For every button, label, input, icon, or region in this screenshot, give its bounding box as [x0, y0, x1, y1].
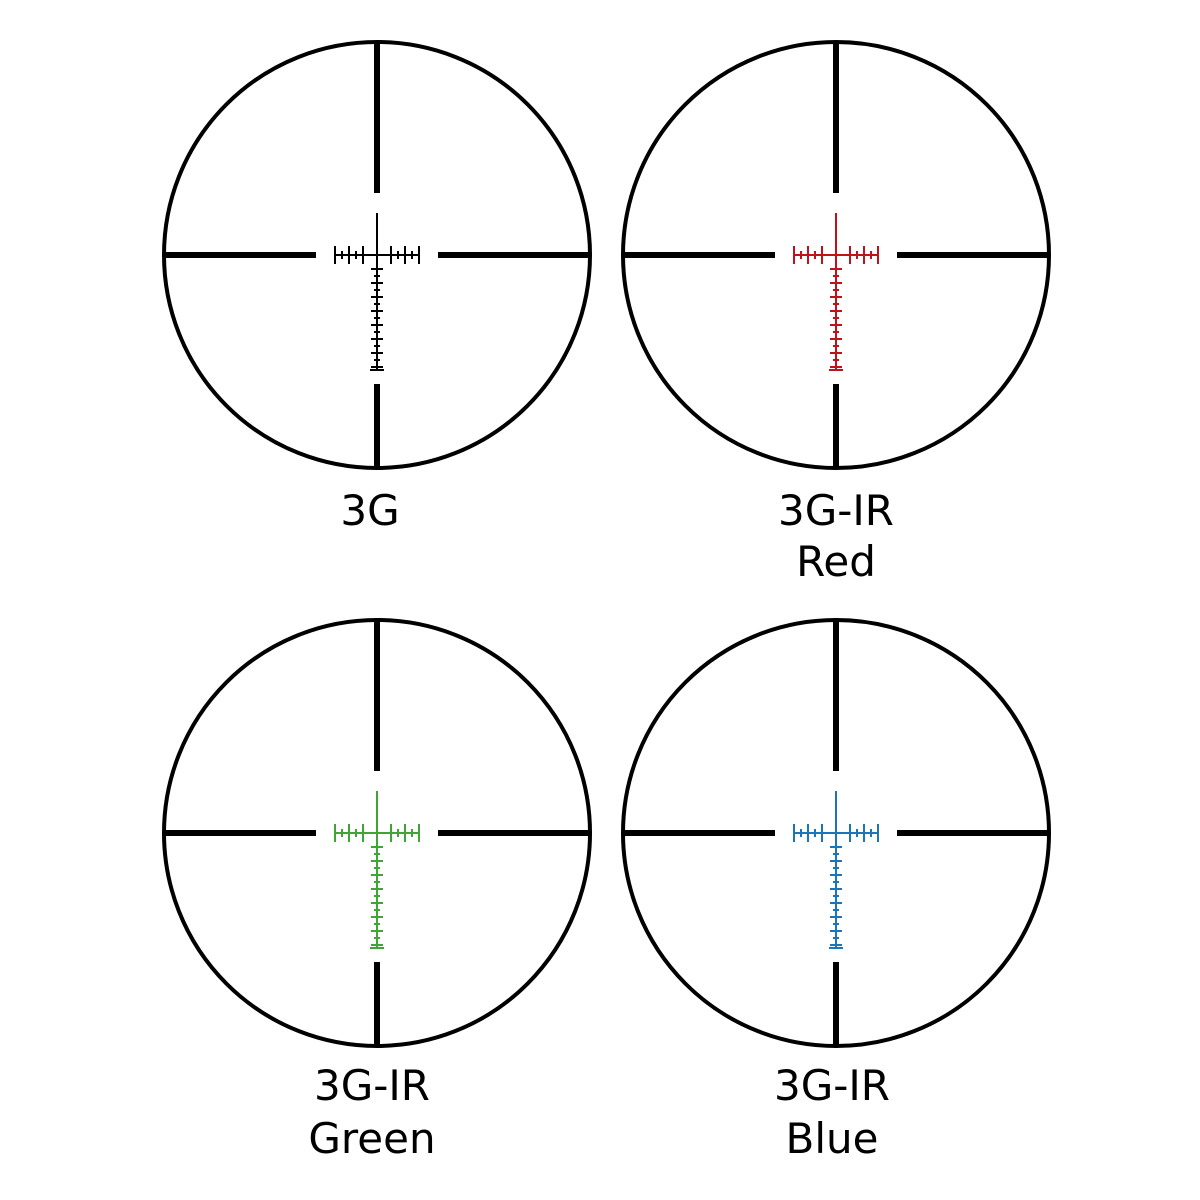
reticle-3g-ir-red: 3G-IR Red — [621, 40, 1051, 586]
reticle-label-line: 3G — [340, 486, 399, 535]
center-reticle — [793, 791, 879, 949]
reticle-3g-ir-green: 3G-IR Green — [162, 618, 592, 1163]
center-reticle — [793, 213, 879, 371]
reticle-label-line: Red — [796, 537, 876, 586]
reticle-label-line: 3G-IR — [774, 1061, 890, 1110]
reticle-3g-ir-blue: 3G-IR Blue — [621, 618, 1051, 1163]
reticle-label-line: Blue — [786, 1114, 879, 1163]
reticle-3g: 3G — [162, 40, 592, 535]
reticle-label-line: 3G-IR — [778, 486, 894, 535]
center-reticle — [334, 791, 420, 949]
center-reticle — [334, 213, 420, 371]
reticle-label-line: Green — [308, 1114, 435, 1163]
reticle-label-line: 3G-IR — [314, 1061, 430, 1110]
